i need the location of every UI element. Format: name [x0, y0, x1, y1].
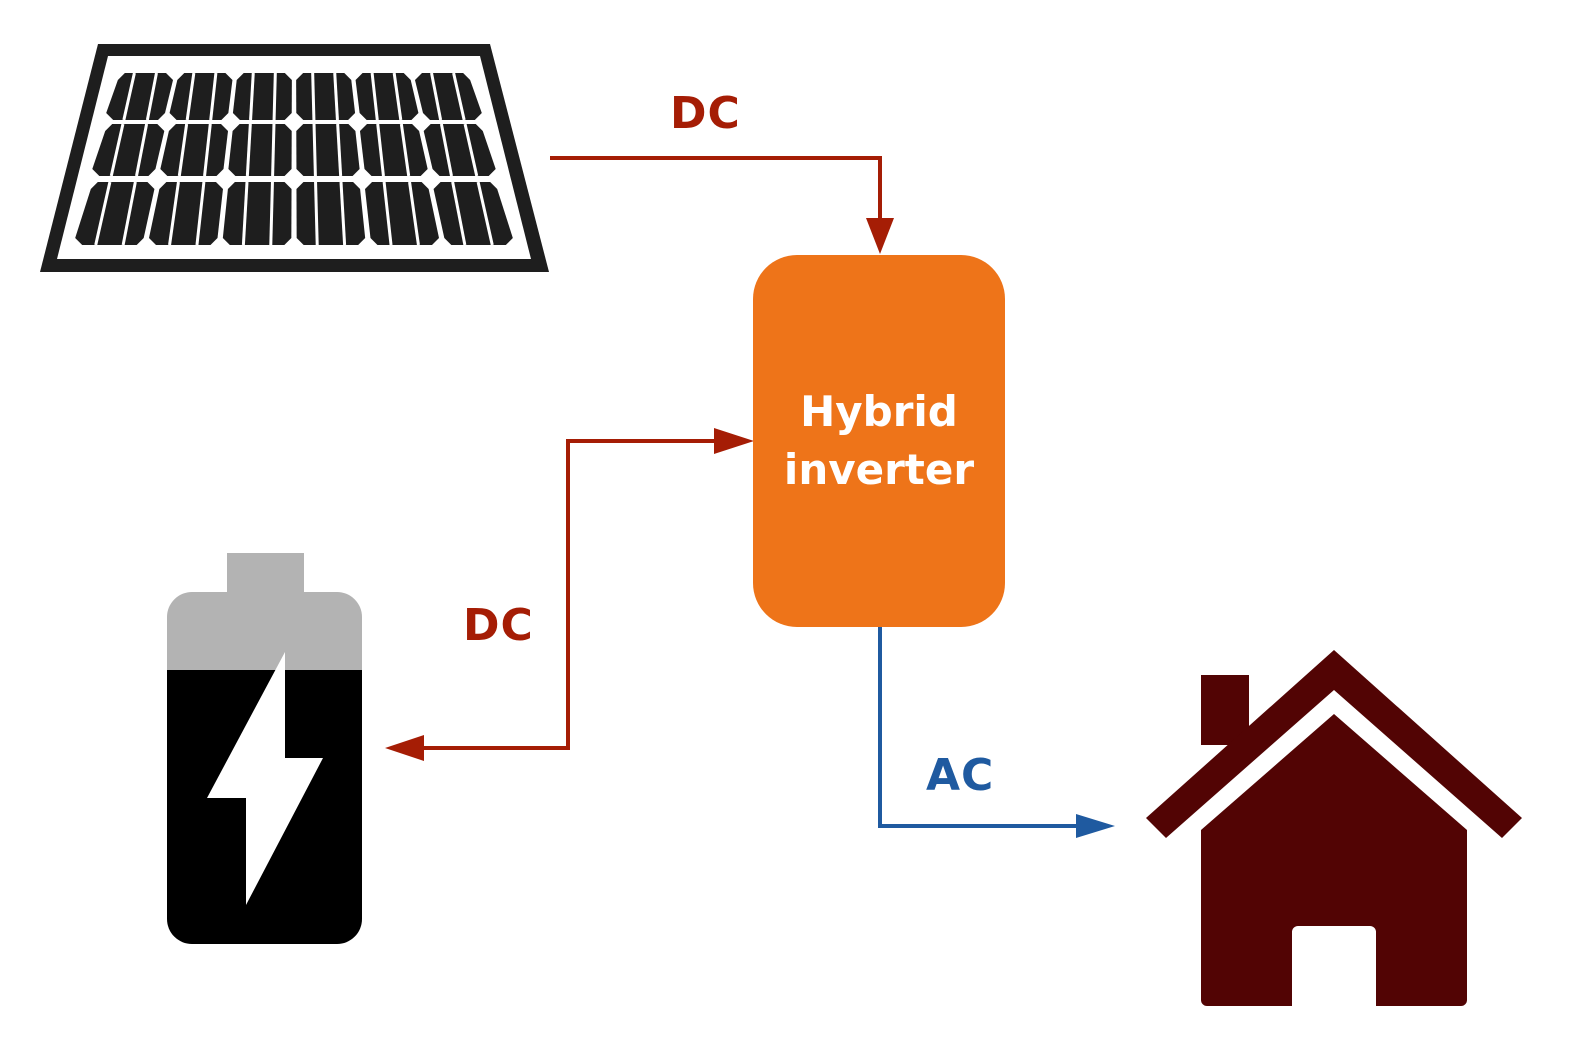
solar-cell-busbar: [311, 72, 316, 121]
solar-cell: [355, 73, 419, 120]
solar-cell-busbar: [314, 181, 319, 246]
ac-arrow-inverter-to-house: [878, 627, 1115, 838]
dc-arrow-battery-inverter: [385, 428, 754, 761]
solar-cell: [228, 124, 292, 176]
solar-cell-busbar: [370, 72, 379, 121]
solar-cell: [365, 182, 439, 245]
solar-cell: [222, 182, 292, 245]
solar-cell-busbar: [376, 123, 385, 177]
solar-cell-busbar: [272, 72, 277, 121]
solar-cell-busbar: [382, 181, 393, 246]
house-icon: [1146, 650, 1522, 1006]
solar-cell-busbar: [430, 72, 443, 121]
solar-cell-busbar: [145, 72, 158, 121]
solar-cell-busbar: [463, 123, 479, 177]
solar-cell-busbar: [339, 181, 347, 246]
solar-cell-busbar: [476, 181, 494, 246]
solar-cell: [359, 124, 428, 176]
solar-cell-busbar: [245, 123, 252, 177]
solar-cell: [414, 73, 482, 120]
solar-cell-busbar: [185, 72, 196, 121]
solar-cell-busbar: [312, 123, 317, 177]
dc-arrow-solar-to-inverter: [550, 156, 894, 254]
solar-cell-busbar: [451, 181, 467, 246]
solar-cell-busbar: [94, 181, 112, 246]
solar-cell: [149, 182, 223, 245]
solar-cell-busbar: [336, 123, 343, 177]
solar-cell-busbar: [399, 123, 411, 177]
solar-cell: [92, 124, 165, 176]
hybrid-inverter-box: Hybrid inverter: [753, 255, 1005, 627]
solar-cell-busbar: [177, 123, 189, 177]
solar-cell-busbar: [408, 181, 420, 246]
battery-charging-icon: [167, 553, 362, 944]
solar-cell-busbar: [452, 72, 466, 121]
solar-cell-busbar: [135, 123, 149, 177]
solar-cell-busbar: [195, 181, 206, 246]
solar-cell: [433, 182, 513, 245]
solar-cell: [160, 124, 229, 176]
solar-cell-busbar: [333, 72, 339, 121]
solar-cell-busbar: [392, 72, 403, 121]
solar-cell-busbar: [241, 181, 249, 246]
solar-cell: [296, 124, 360, 176]
dc-label-battery: DC: [463, 600, 534, 651]
solar-panel-icon: [40, 44, 549, 272]
solar-cell: [75, 182, 155, 245]
inverter-label-line2: inverter: [783, 445, 975, 494]
solar-cell: [296, 182, 366, 245]
solar-cell: [296, 73, 356, 120]
ac-label: AC: [926, 750, 995, 801]
solar-cell-busbar: [249, 72, 255, 121]
solar-cell-busbar: [168, 181, 180, 246]
solar-cell: [232, 73, 292, 120]
solar-cell-busbar: [209, 72, 218, 121]
solar-cell-busbar: [122, 72, 136, 121]
solar-cell-busbar: [269, 181, 274, 246]
solar-cell-busbar: [271, 123, 276, 177]
solar-cell: [106, 73, 174, 120]
solar-cell-busbar: [203, 123, 212, 177]
solar-cell: [169, 73, 233, 120]
solar-cell-busbar: [109, 123, 125, 177]
dc-label-solar: DC: [670, 88, 741, 139]
solar-cell-busbar: [121, 181, 137, 246]
inverter-label-line1: Hybrid: [800, 387, 958, 436]
solar-cell-busbar: [439, 123, 453, 177]
solar-cell: [423, 124, 496, 176]
